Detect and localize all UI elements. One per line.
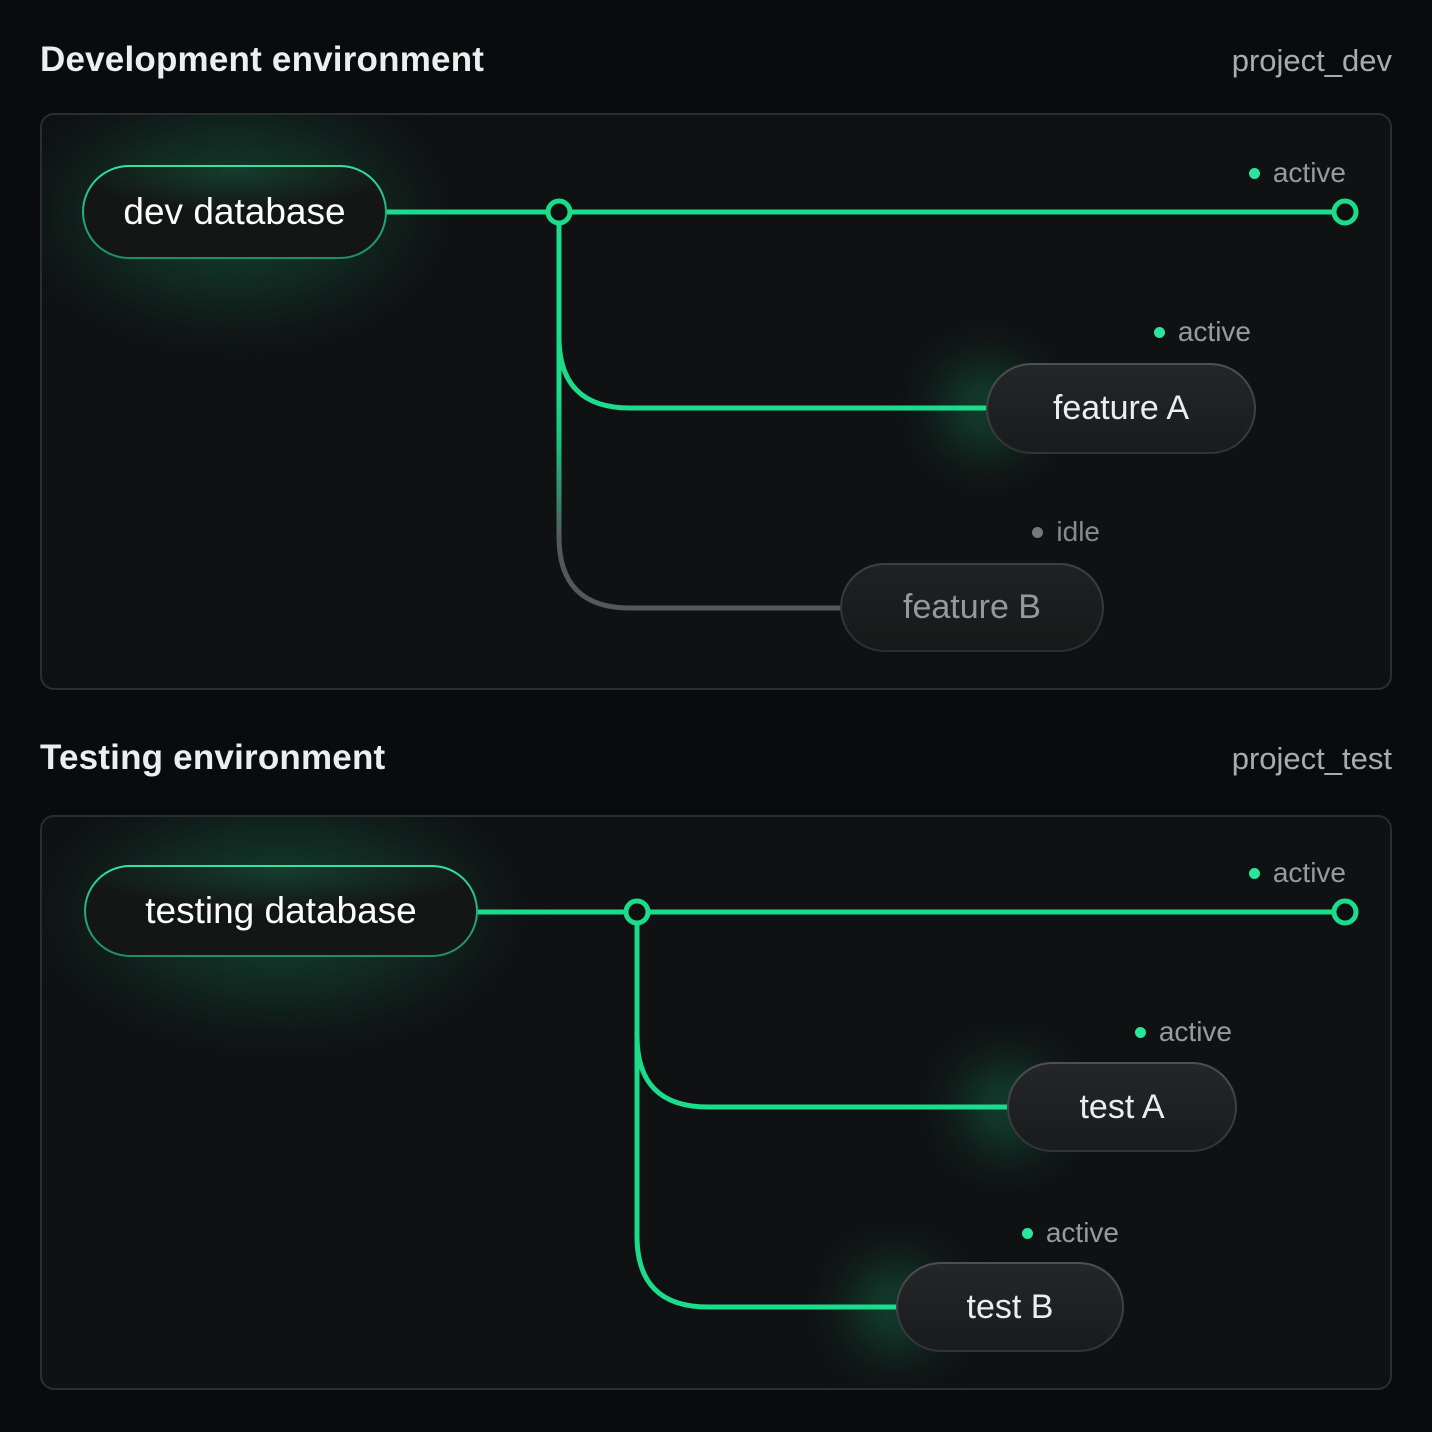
- branch-point-icon: [548, 201, 570, 223]
- node-feature-b[interactable]: feature B: [840, 563, 1104, 652]
- branch-endpoint-icon: [1334, 201, 1356, 223]
- status-badge: active: [1249, 157, 1346, 189]
- node-label: feature A: [1053, 389, 1189, 428]
- status-badge: active: [1022, 1217, 1119, 1249]
- branch-line-feature-a: [559, 212, 988, 408]
- node-test-b[interactable]: test B: [896, 1262, 1124, 1352]
- project-name: project_test: [1232, 741, 1392, 777]
- idle-status-dot-icon: [1032, 527, 1043, 538]
- status-badge: active: [1135, 1016, 1232, 1048]
- branch-point-icon: [626, 901, 648, 923]
- node-test-a[interactable]: test A: [1007, 1062, 1237, 1152]
- status-label: active: [1273, 857, 1346, 889]
- status-badge: active: [1249, 857, 1346, 889]
- test-environment-panel: testing database test A test B active ac…: [40, 815, 1392, 1390]
- section-title: Development environment: [40, 40, 484, 80]
- dev-environment-panel: dev database feature A feature B active …: [40, 113, 1392, 690]
- active-status-dot-icon: [1154, 327, 1165, 338]
- node-feature-a[interactable]: feature A: [986, 363, 1256, 454]
- status-badge: idle: [1032, 516, 1100, 548]
- status-label: idle: [1056, 516, 1100, 548]
- branch-endpoint-icon: [1334, 901, 1356, 923]
- status-label: active: [1159, 1016, 1232, 1048]
- status-label: active: [1046, 1217, 1119, 1249]
- node-label: test A: [1079, 1088, 1164, 1127]
- status-label: active: [1273, 157, 1346, 189]
- status-label: active: [1178, 316, 1251, 348]
- section-title: Testing environment: [40, 738, 385, 778]
- active-status-dot-icon: [1249, 168, 1260, 179]
- node-label: feature B: [903, 588, 1041, 627]
- node-dev-database[interactable]: dev database: [82, 165, 387, 259]
- test-section-header: Testing environment project_test: [40, 738, 1392, 778]
- node-label: testing database: [145, 890, 417, 932]
- dev-section-header: Development environment project_dev: [40, 40, 1392, 80]
- project-name: project_dev: [1232, 43, 1392, 79]
- active-status-dot-icon: [1249, 868, 1260, 879]
- active-status-dot-icon: [1135, 1027, 1146, 1038]
- node-testing-database[interactable]: testing database: [84, 865, 478, 957]
- active-status-dot-icon: [1022, 1228, 1033, 1239]
- status-badge: active: [1154, 316, 1251, 348]
- node-label: test B: [967, 1288, 1054, 1327]
- branch-line-test-a: [637, 912, 1009, 1107]
- node-label: dev database: [123, 191, 345, 233]
